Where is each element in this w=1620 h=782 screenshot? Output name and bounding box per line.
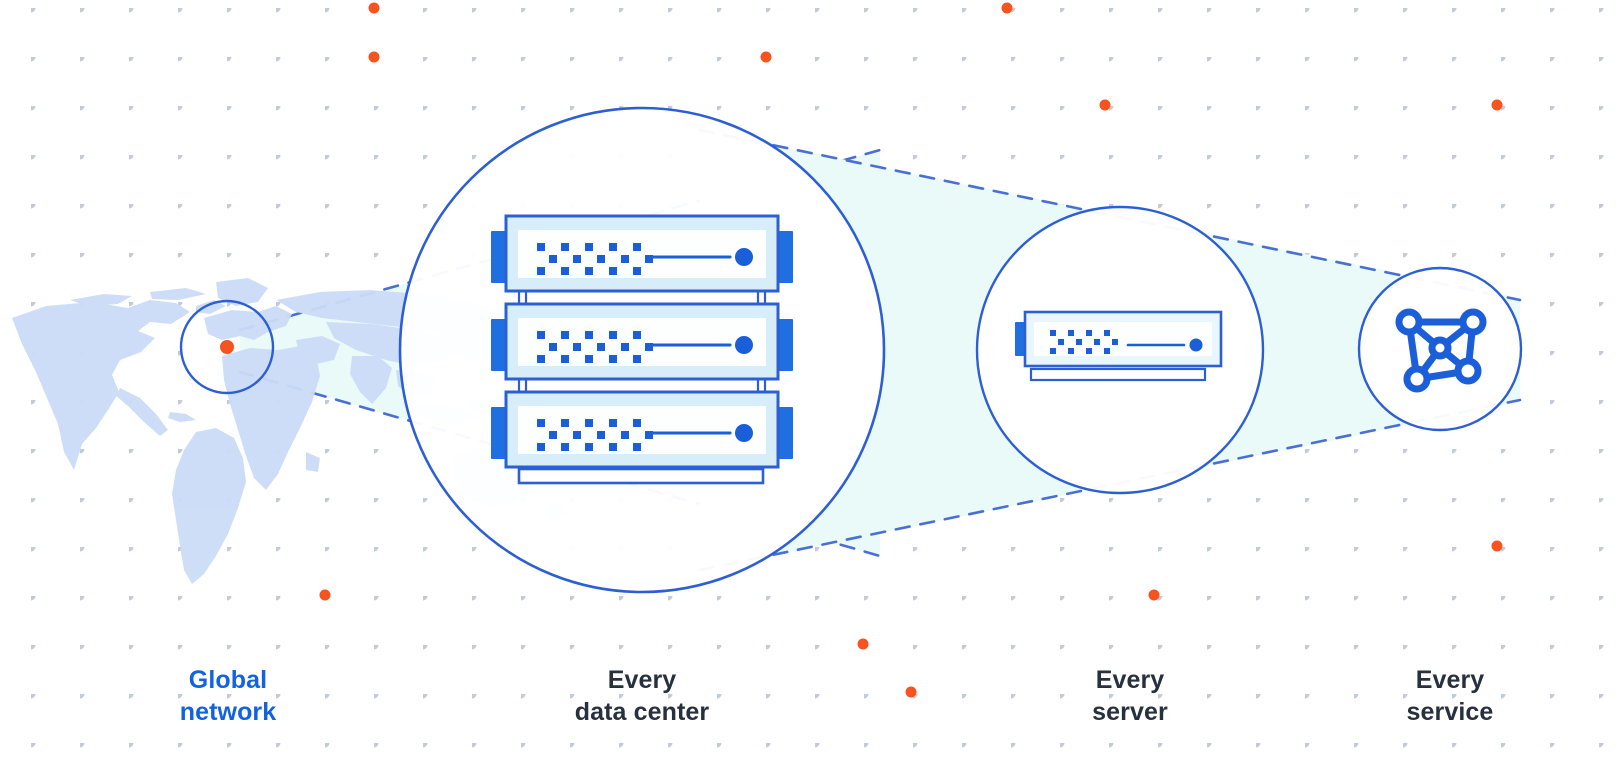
accent-dots	[319, 2, 1503, 698]
accent-dot	[1491, 99, 1503, 111]
rack-base	[517, 467, 765, 485]
accent-dot	[760, 51, 772, 63]
global-network-focus-circle	[179, 299, 275, 395]
led-matrix	[537, 419, 653, 451]
global-network-marker	[220, 340, 234, 354]
network-graph-icon	[1395, 308, 1487, 393]
server-rack-icon	[491, 214, 793, 485]
single-server-icon	[1015, 310, 1223, 382]
rack-unit	[491, 214, 793, 293]
accent-dot	[319, 589, 331, 601]
led-matrix	[537, 243, 653, 275]
rack-unit	[491, 390, 793, 469]
accent-dot	[1001, 2, 1013, 14]
rack-unit	[491, 302, 793, 381]
led-matrix	[537, 331, 653, 363]
led-matrix	[1050, 330, 1118, 354]
accent-dot	[1148, 589, 1160, 601]
accent-dot	[1491, 540, 1503, 552]
accent-dot	[368, 2, 380, 14]
accent-dot	[1099, 99, 1111, 111]
accent-dot	[368, 51, 380, 63]
accent-dot	[857, 638, 869, 650]
accent-dot	[905, 686, 917, 698]
single-server-base	[1029, 367, 1207, 382]
